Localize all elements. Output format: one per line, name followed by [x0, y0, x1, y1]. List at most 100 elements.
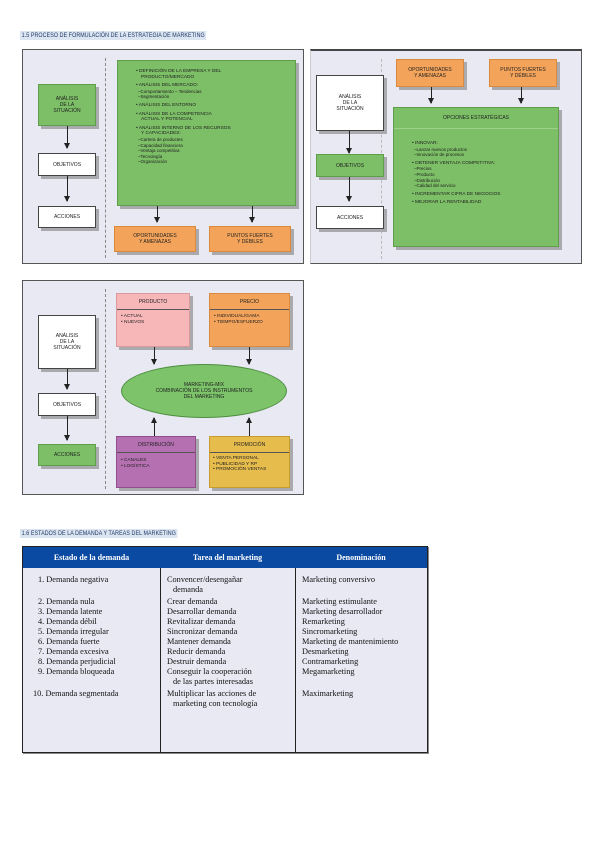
section-title-formulacion: 1.5 Proceso de formulación de la estrate… [20, 31, 207, 40]
list-item: –Producto [414, 171, 435, 177]
list-item: INDIVIDUAL/GAMA [214, 314, 289, 320]
list-item: PRODUCTO/MERCADO [141, 74, 195, 80]
cell-tarea: de las partes interesadas [173, 677, 253, 686]
list-item: –Precios [414, 166, 432, 172]
analisis-detalle-list: DEFINICIÓN DE LA EMPRESA Y DELPRODUCTO/M… [136, 69, 285, 165]
cell-estado: 10. Demanda segmentada [33, 689, 119, 698]
box-analisis-detalle: DEFINICIÓN DE LA EMPRESA Y DELPRODUCTO/M… [117, 60, 296, 206]
cell-estado: 9. Demanda bloqueada [38, 667, 115, 676]
arrow-to-puntos [249, 206, 255, 223]
marketing-mix-label-line: MARKETING-MIX [183, 382, 225, 388]
analisis-label-line: ANÁLISIS [55, 96, 79, 102]
precio-list: INDIVIDUAL/GAMATIEMPO/ESFUERZO [210, 310, 289, 325]
cell-estado: 6. Demanda fuerte [38, 637, 100, 646]
list-item: ACTUAL [121, 314, 189, 320]
list-item: –Tecnología [138, 153, 163, 159]
box-objetivos: OBJETIVOS [38, 153, 96, 176]
arrow-objetivos-acciones [346, 177, 352, 202]
list-item: –Innovación de procesos [414, 152, 465, 158]
list-item: CANALES [121, 458, 195, 464]
box-distribucion: DISTRIBUCIÓN CANALESLOGÍSTICA [116, 436, 196, 488]
cell-estado: 3. Demanda latente [38, 607, 103, 616]
box-acciones: ACCIONES [38, 444, 96, 466]
arrow-to-oportunidades [154, 206, 160, 223]
list-item: DEFINICIÓN DE LA EMPRESA Y DEL [136, 69, 285, 75]
arrow-producto-mix [151, 347, 157, 365]
cell-tarea: Destruir demanda [167, 657, 227, 666]
distribucion-list: CANALESLOGÍSTICA [117, 453, 195, 469]
cell-estado: 7. Demanda excesiva [38, 647, 109, 656]
cell-denominacion: Desmarketing [302, 647, 349, 656]
section-title-estados-demanda: 1.6 Estados de la demanda y tareas del m… [20, 529, 178, 538]
arrow-objetivos-acciones [64, 176, 70, 202]
list-item: –Cartera de productes [138, 136, 183, 142]
arrow-analisis-objetivos [346, 131, 352, 154]
cell-denominacion: Marketing desarrollador [302, 607, 383, 616]
list-item: –Comportamiento – Tendencias [138, 88, 202, 94]
list-item: –Capacidad financiera [138, 142, 183, 148]
arrow-distribucion-mix [151, 417, 157, 436]
column-divider [295, 568, 296, 752]
cell-estado: 4. Demanda débil [38, 617, 97, 626]
distribucion-title: DISTRIBUCIÓN [117, 437, 195, 453]
cell-denominacion: Sincromarketing [302, 627, 358, 636]
cell-denominacion: Marketing conversivo [302, 575, 376, 584]
list-item: ANÁLISIS DEL MERCADO: [136, 83, 285, 89]
list-item: OBTENER VENTAJA COMPETITIVA: [412, 161, 558, 167]
puntos-label-line: Y DÉBILES [510, 73, 536, 79]
box-objetivos: OBJETIVOS [316, 154, 384, 177]
analisis-label-line: DE LA [59, 102, 75, 108]
header-estado: Estado de la demanda [53, 553, 130, 562]
cell-denominacion: Contramarketing [302, 657, 359, 666]
promocion-list: VENTA PERSONALPUBLICIDAD Y RPPROMOCIÓN V… [210, 453, 289, 473]
oportunidades-label-line: Y AMENAZAS [139, 239, 171, 245]
list-item: ANÁLISIS DEL ENTORNO [136, 103, 285, 109]
list-item: INNOVAR: [412, 141, 558, 147]
box-acciones: ACCIONES [38, 206, 96, 228]
cell-tarea: Multiplicar las acciones de [167, 689, 257, 698]
arrow-analisis-objetivos [64, 369, 70, 390]
list-item: –Calidad del servicio [414, 183, 456, 189]
cell-tarea: Mantener demanda [167, 637, 231, 646]
box-producto: PRODUCTO ACTUALNUEVOS [116, 293, 190, 347]
header-denominacion: Denominación [336, 553, 386, 562]
demand-states-table: Estado de la demanda Tarea del marketing… [22, 546, 428, 753]
box-precio: PRECIO INDIVIDUAL/GAMATIEMPO/ESFUERZO [209, 293, 290, 347]
analisis-label-line: SITUACIÓN [53, 345, 81, 351]
cell-tarea: marketing con tecnología [173, 699, 258, 708]
cell-tarea: demanda [173, 585, 203, 594]
puntos-label-line: PUNTOS FUERTES [500, 67, 546, 73]
cell-estado: 8. Demanda perjudicial [38, 657, 116, 666]
list-item: NUEVOS [121, 320, 189, 326]
cell-tarea: Reducir demanda [167, 647, 226, 656]
puntos-label-line: PUNTOS FUERTES [227, 233, 273, 239]
list-item: Y CAPACIDADES: [141, 131, 181, 137]
list-item: VENTA PERSONAL [213, 456, 289, 462]
list-item: PROMOCIÓN VENTAS [213, 467, 289, 473]
cell-tarea: Revitalizar demanda [167, 617, 236, 626]
analisis-label-line: DE LA [342, 100, 358, 106]
box-acciones: ACCIONES [316, 206, 384, 229]
analisis-label-line: ANÁLISIS [338, 94, 362, 100]
cell-denominacion: Remarketing [302, 617, 345, 626]
analisis-label-line: DE LA [59, 339, 75, 345]
box-promocion: PROMOCIÓN VENTA PERSONALPUBLICIDAD Y RPP… [209, 436, 290, 488]
cell-estado: 1. Demanda negativa [38, 575, 109, 584]
list-item: –Distribución [414, 177, 441, 183]
list-item: TIEMPO/ESFUERZO [214, 320, 289, 326]
producto-title: PRODUCTO [117, 294, 189, 310]
marketing-mix-label-line: DEL MARKETING [183, 394, 225, 400]
list-item: –Ventaja competitiva [138, 148, 180, 154]
cell-denominacion: Megamarketing [302, 667, 355, 676]
cell-tarea: Convencer/desengañar [167, 575, 243, 584]
cell-denominacion: Marketing de mantenimiento [302, 637, 399, 646]
analisis-label-line: SITUACIÓN [53, 108, 81, 114]
